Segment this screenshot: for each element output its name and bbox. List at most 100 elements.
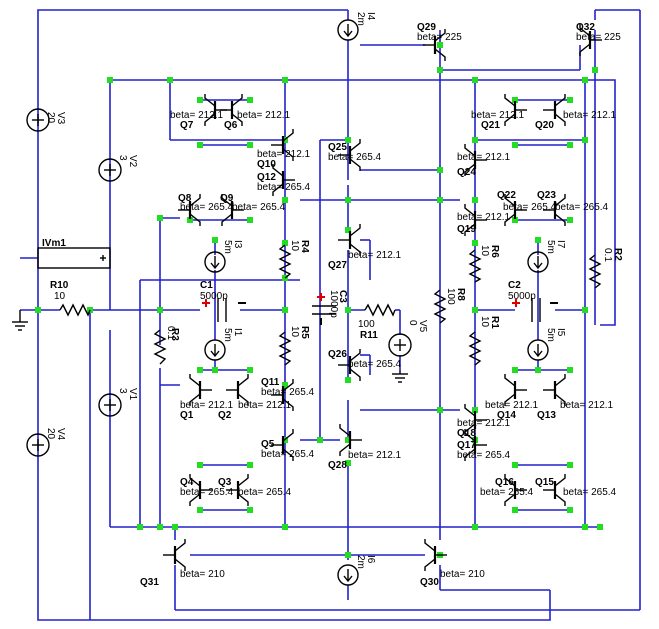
current-source-i3: I3 5m <box>204 240 243 273</box>
transistor-emitter <box>554 493 566 506</box>
transistor-collector <box>189 374 201 387</box>
transistor-collector <box>272 164 284 177</box>
v1-name: V1 <box>127 388 138 401</box>
c2-name: C2 <box>508 280 521 291</box>
capacitor-c1: C1 5000p <box>200 280 246 322</box>
v3-value: 20 <box>45 112 56 124</box>
transistor-collector <box>504 94 516 107</box>
transistor-name: Q23 <box>537 190 556 201</box>
transistor-collector <box>554 194 566 207</box>
transistor-emitter <box>349 368 361 381</box>
transistor-name: Q1 <box>180 410 194 421</box>
transistor-beta: beta= 212.1 <box>560 400 614 411</box>
transistor-name: Q6 <box>224 120 238 131</box>
i1-value: 5m <box>222 328 233 342</box>
transistor-beta: beta= 265.4 <box>457 450 511 461</box>
transistor-emitter <box>464 223 476 236</box>
transistor-collector <box>237 374 249 387</box>
ground-symbol <box>392 370 408 383</box>
transistor-name: Q20 <box>535 120 554 131</box>
transistor-collector <box>504 474 516 487</box>
i6-value: 2m <box>355 555 366 569</box>
capacitor-c2: C2 5000p <box>508 280 558 322</box>
transistor-beta: beta= 265.4 <box>257 182 311 193</box>
transistor-emitter <box>349 158 361 171</box>
r8-value: 100 <box>445 288 456 305</box>
transistor-emitter <box>464 448 476 461</box>
transistor-emitter <box>504 113 516 126</box>
transistor-beta: beta= 265.4 <box>555 202 609 213</box>
c3-value: 1000p <box>328 290 339 318</box>
transistor-emitter <box>434 48 446 61</box>
transistor-beta: beta= 212.1 <box>471 110 525 121</box>
transistor-emitter <box>282 398 294 411</box>
transistor-name: Q31 <box>140 577 159 588</box>
r2-value: 0.1 <box>602 248 613 262</box>
r3-value: 0.1 <box>165 326 176 340</box>
transistor-emitter <box>349 243 361 256</box>
transistor-name: Q32 <box>576 22 595 33</box>
transistor-name: Q12 <box>257 172 276 183</box>
transistor-q24: Q24 beta= 212.1 <box>457 144 511 178</box>
resistor-r3: R3 0.1 <box>153 326 180 365</box>
transistor-collector <box>221 194 233 207</box>
transistor-collector <box>554 474 566 487</box>
transistor-emitter <box>189 493 201 506</box>
transistor-emitter <box>579 43 591 56</box>
transistor-name: Q27 <box>328 260 347 271</box>
transistor-beta: beta= 212.1 <box>457 152 511 163</box>
transistor-beta: beta= 265.4 <box>348 359 402 370</box>
resistor-r8: R8 100 <box>433 288 466 324</box>
transistor-emitter <box>237 493 249 506</box>
transistor-emitter <box>272 183 284 196</box>
transistor-emitter <box>554 213 566 226</box>
r1-name: R1 <box>489 316 500 329</box>
transistor-emitter <box>504 393 516 406</box>
transistor-name: Q28 <box>328 460 347 471</box>
resistor-r11: 100 R11 <box>358 303 396 341</box>
transistor-name: Q11 <box>261 377 280 388</box>
resistor-r10: R10 10 <box>50 280 91 317</box>
transistor-emitter <box>204 113 216 126</box>
v1-value: 3 <box>117 388 128 394</box>
current-source-i4: I4 2m <box>337 12 376 41</box>
transistor-emitter <box>174 558 186 571</box>
v2-value: 3 <box>117 155 128 161</box>
transistor-collector <box>189 474 201 487</box>
resistor-r1: R1 10 <box>468 316 500 366</box>
transistor-name: Q30 <box>420 577 439 588</box>
transistor-collector <box>204 94 216 107</box>
transistor-beta: beta= 212.1 <box>457 418 511 429</box>
transistor-name: Q22 <box>497 190 516 201</box>
transistor-beta: beta= 210 <box>180 569 225 580</box>
transistor-collector <box>464 144 476 157</box>
transistor-emitter <box>424 558 436 571</box>
i7-name: I7 <box>555 240 566 249</box>
r4-value: 10 <box>289 240 300 252</box>
resistor-r6: R6 10 <box>468 245 500 283</box>
transistor-name: Q14 <box>497 410 516 421</box>
transistor-name: Q24 <box>457 167 476 178</box>
transistor-collector <box>434 29 446 42</box>
transistor-collector <box>579 24 591 37</box>
transistor-name: Q7 <box>180 120 194 131</box>
i4-value: 2m <box>355 12 366 26</box>
current-source-i1: I1 5m <box>204 328 243 361</box>
transistor-beta: beta= 265.4 <box>180 487 234 498</box>
transistor-beta: beta= 212.1 <box>170 110 224 121</box>
transistor-beta: beta= 212.1 <box>348 250 402 261</box>
